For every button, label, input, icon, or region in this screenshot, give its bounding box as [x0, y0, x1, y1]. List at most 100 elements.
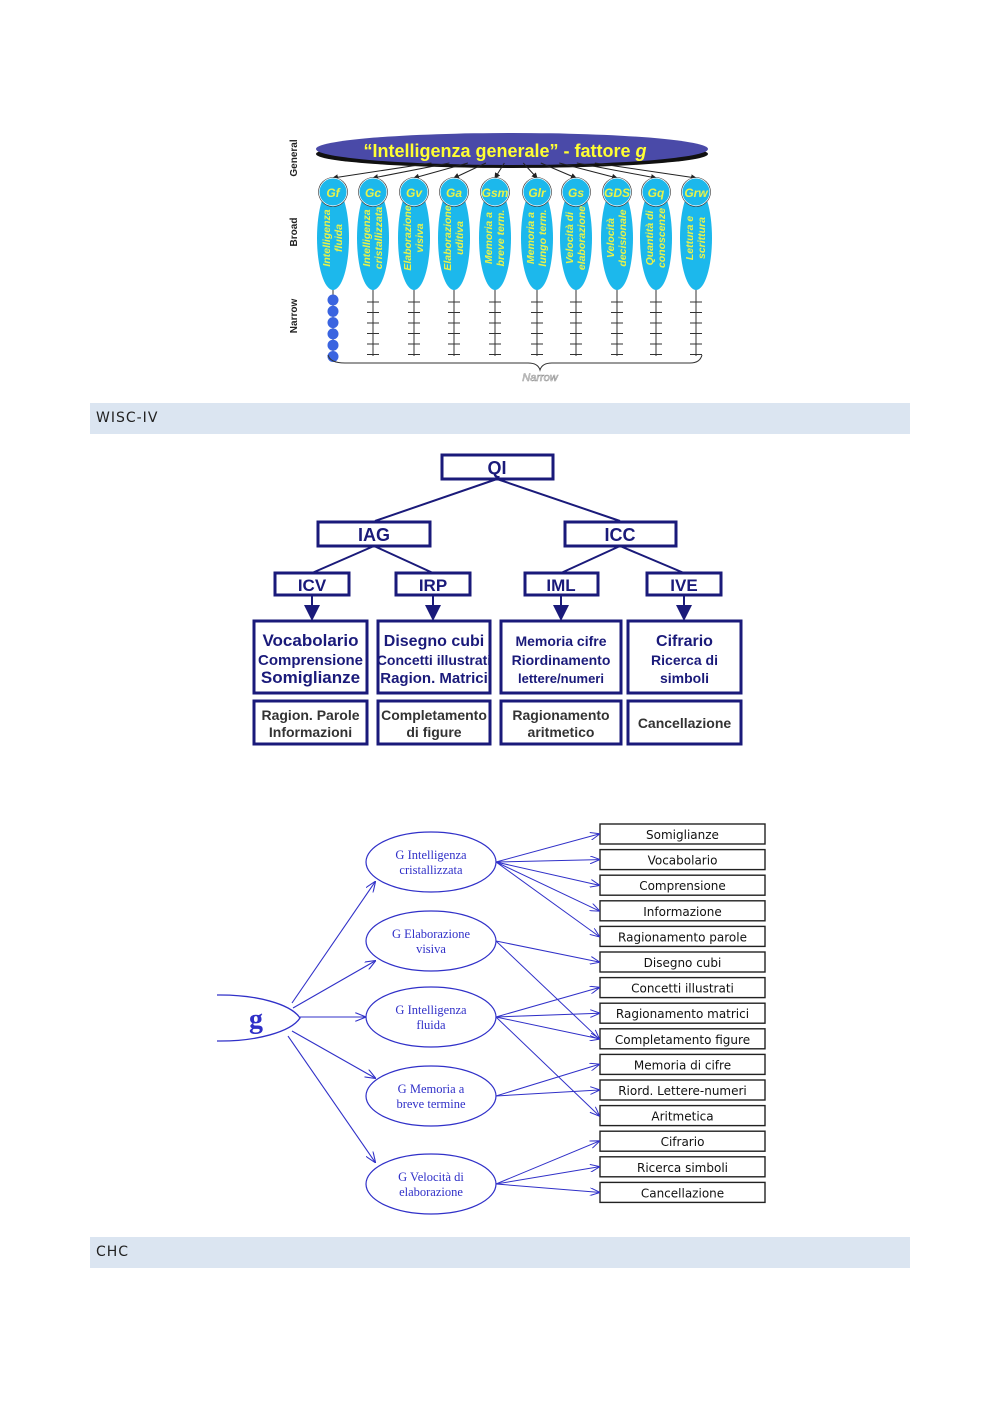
broad-label-line2: uditiva: [454, 221, 466, 255]
broad-capsule: [479, 186, 511, 290]
broad-label-line1: Velocità: [605, 218, 617, 258]
supplementary-label: Ragionamento: [512, 707, 609, 723]
broad-arrow: [594, 162, 697, 181]
subtest-box: [599, 1104, 766, 1127]
subtest-box: [599, 848, 766, 871]
g-label: g: [249, 1004, 263, 1035]
factor-ellipse: [365, 986, 497, 1048]
narrow-brace: [327, 354, 703, 372]
broad-code-ring: [641, 177, 671, 207]
factor-to-subtest-arrow: [495, 861, 599, 885]
broad-label-line2: cristallizzata: [373, 207, 385, 270]
subtest-box: [599, 1028, 766, 1050]
core-tests-box: [499, 619, 623, 695]
subtest-label: Concetti illustrati: [631, 982, 734, 996]
index-label: IVE: [670, 576, 697, 595]
iag-label: IAG: [358, 525, 390, 545]
broad-code: Glr: [528, 186, 547, 200]
narrow-dot: [327, 305, 339, 317]
broad-code-ring: [522, 177, 552, 207]
broad-label-line2: decisionale: [617, 209, 629, 266]
iag-box: [316, 520, 432, 548]
broad-label-line2: elaborazione: [576, 206, 588, 270]
subtest-label: Completamento figure: [615, 1033, 750, 1047]
factor-to-subtest-arrow: [495, 834, 599, 863]
narrow-dot: [327, 317, 339, 329]
core-test-label: Concetti illustrati: [377, 652, 491, 668]
icc-label: ICC: [605, 525, 636, 545]
section-bar-chc: CHC: [90, 1237, 910, 1268]
index-box: [523, 571, 600, 597]
subtest-label: Ragionamento matrici: [616, 1007, 749, 1021]
subtest-label: Cancellazione: [641, 1186, 724, 1200]
narrow-dot: [327, 339, 339, 351]
subtest-box: [599, 976, 766, 999]
broad-code-circle: [318, 177, 348, 207]
subtest-box: [599, 1002, 766, 1024]
broad-code: GDS: [604, 186, 630, 200]
factor-label-line1: G Velocità di: [398, 1170, 464, 1184]
icc-box: [563, 520, 678, 548]
broad-label-line1: Memoria a: [483, 212, 495, 264]
subtest-label: Ragionamento parole: [618, 930, 747, 944]
subtest-label: Memoria di cifre: [634, 1058, 731, 1072]
broad-code-ring: [439, 177, 469, 207]
g-to-factor-arrow: [292, 961, 375, 1009]
subtest-label: Informazione: [643, 905, 721, 919]
broad-capsule: [317, 186, 349, 290]
factor-to-subtest-arrow: [495, 861, 599, 936]
factor-to-subtest-arrow: [495, 940, 599, 1039]
core-test-label: simboli: [660, 670, 709, 686]
factor-to-subtest-arrow: [495, 1064, 599, 1097]
g-to-factor-arrow: [291, 882, 375, 1004]
broad-label-line2: scrittura: [696, 217, 708, 259]
supplementary-label: di figure: [406, 724, 461, 740]
level-label-narrow: Narrow: [289, 299, 300, 334]
subtest-box: [599, 951, 766, 973]
factor-to-subtest-arrow: [495, 1016, 599, 1116]
broad-capsule: [680, 186, 712, 290]
factor-label-line1: G Intelligenza: [395, 848, 467, 862]
subtest-box: [599, 925, 766, 948]
factor-label-line2: cristallizzata: [399, 863, 463, 877]
broad-capsule: [601, 186, 633, 290]
supplementary-label: Ragion. Parole: [261, 707, 359, 723]
narrow-dot: [327, 328, 339, 340]
broad-arrow: [372, 162, 450, 180]
core-test-label: Somiglianze: [261, 668, 360, 687]
subtest-label: Somiglianze: [646, 828, 719, 842]
broad-label-line1: Lettura e: [684, 216, 696, 261]
broad-arrow: [453, 162, 487, 179]
index-label: ICV: [298, 576, 327, 595]
factor-to-subtest-arrow: [495, 860, 599, 862]
broad-arrow: [540, 162, 577, 179]
broad-code-ring: [602, 177, 632, 207]
broad-code-ring: [358, 177, 388, 207]
core-test-label: Cifrario: [656, 633, 713, 650]
broad-label-line2: conoscenze: [656, 208, 668, 268]
broad-capsule: [640, 186, 672, 290]
core-tests-box: [252, 619, 369, 695]
broad-code-ring: [681, 177, 711, 207]
core-test-label: Memoria cifre: [515, 633, 606, 649]
supplementary-box: [626, 699, 743, 746]
core-test-label: lettere/numeri: [518, 671, 604, 686]
level-label-general: General: [289, 139, 300, 176]
core-tests-box: [626, 619, 743, 695]
broad-code: Gq: [648, 186, 665, 200]
subtest-label: Riord. Lettere-numeri: [618, 1084, 747, 1098]
subtest-box: [599, 874, 766, 896]
broad-capsule: [438, 186, 470, 290]
factor-label-line1: G Elaborazione: [392, 927, 471, 941]
broad-code-ring: [399, 177, 429, 207]
broad-code-circle: [522, 177, 552, 207]
broad-label-line2: breve term.: [495, 210, 507, 267]
broad-code: Grw: [684, 186, 708, 200]
core-test-label: Riordinamento: [512, 652, 611, 668]
factor-label-line2: visiva: [416, 942, 446, 956]
broad-label-line2: visiva: [414, 223, 426, 252]
subtest-box: [599, 900, 766, 922]
broad-code-circle: [358, 177, 388, 207]
broad-capsule: [357, 186, 389, 290]
g-to-factor-arrow: [287, 1035, 375, 1162]
